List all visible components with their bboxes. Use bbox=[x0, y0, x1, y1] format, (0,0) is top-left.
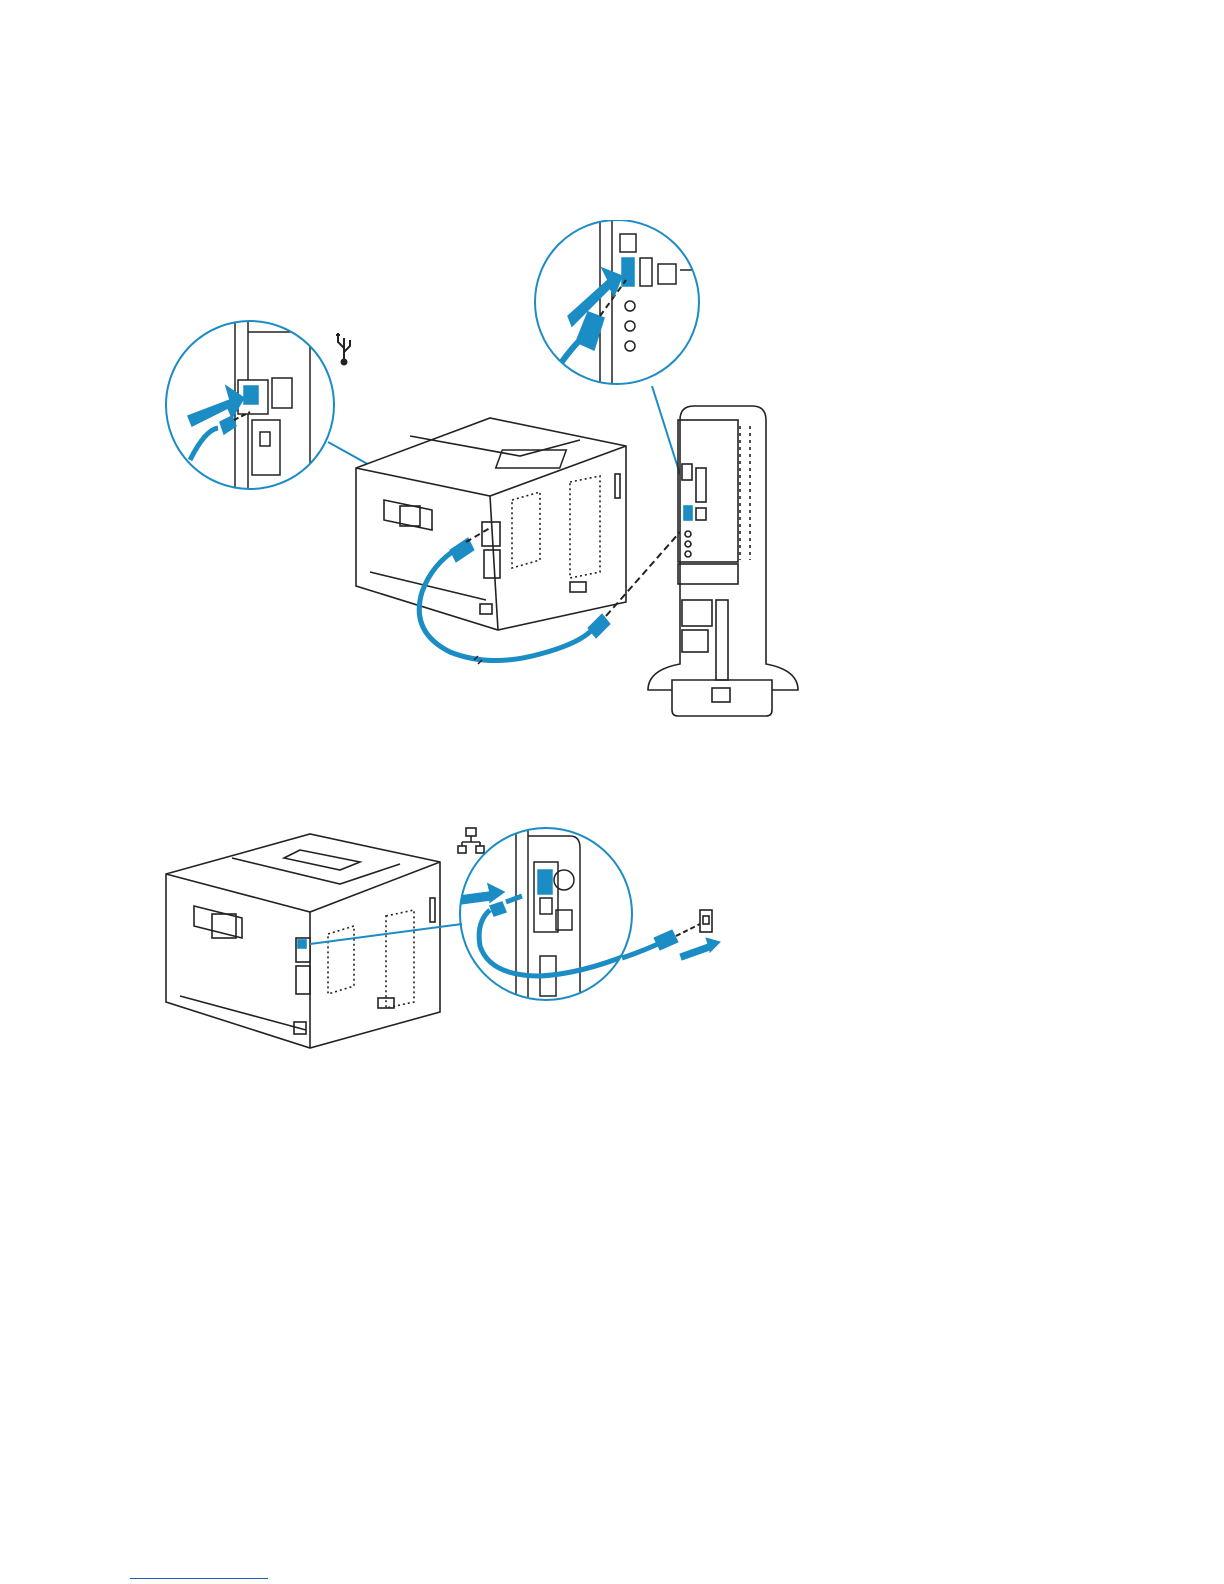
usb-connection-figure bbox=[160, 220, 800, 720]
footer-link-rule bbox=[130, 1578, 268, 1579]
computer-port-zoom bbox=[535, 220, 700, 390]
ethernet-connection-illustration bbox=[160, 826, 740, 1056]
printer-port-zoom bbox=[166, 321, 334, 490]
computer-tower bbox=[648, 406, 798, 716]
ethernet-connection-figure bbox=[160, 826, 740, 1056]
printer bbox=[356, 418, 626, 630]
usb-connection-illustration bbox=[160, 220, 800, 720]
network-icon bbox=[458, 828, 484, 853]
network-port-zoom bbox=[460, 826, 632, 1006]
wall-jack bbox=[700, 910, 712, 932]
printer bbox=[166, 834, 440, 1048]
usb-icon bbox=[336, 333, 350, 365]
